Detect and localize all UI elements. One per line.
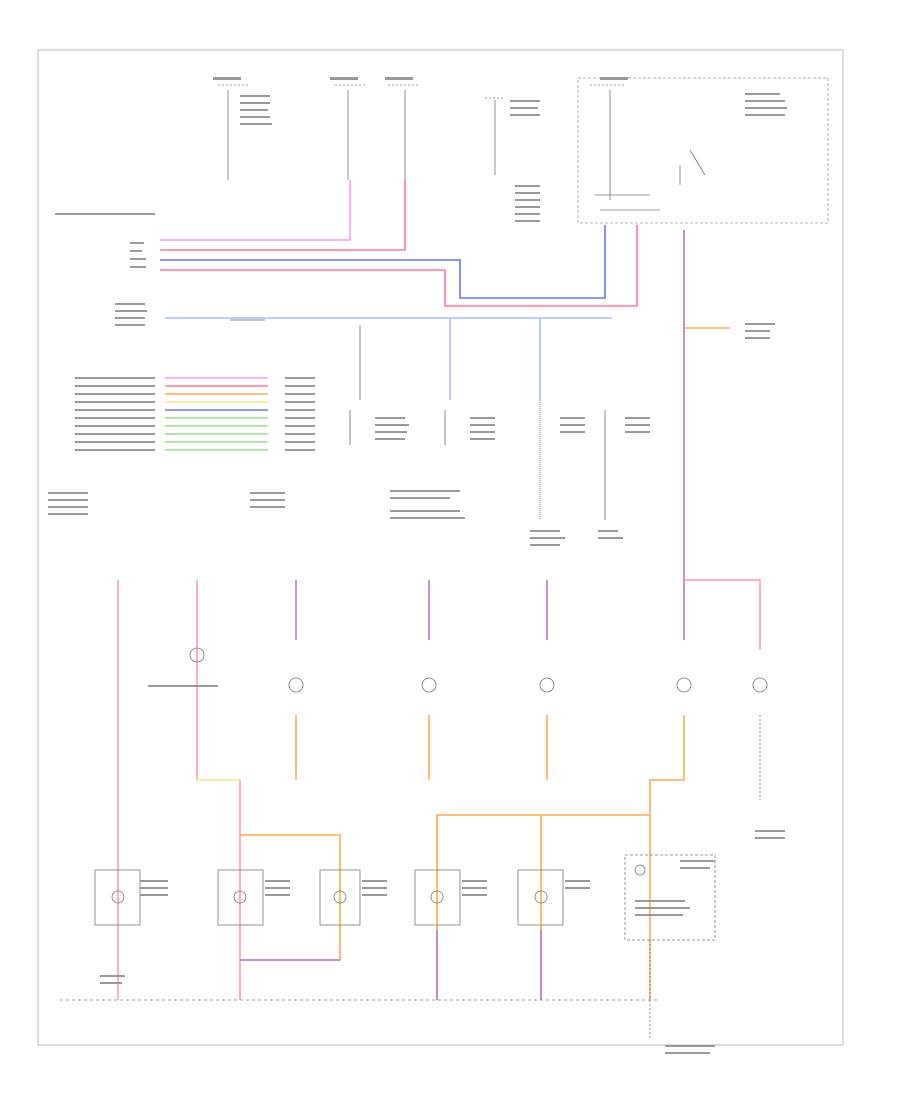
harness-wires: [160, 180, 638, 400]
right-labels: [745, 323, 775, 339]
bulb-row-1: [117, 580, 768, 1000]
right-feed: [683, 230, 761, 650]
module-wires: [165, 377, 268, 451]
fuse-panel-top: [218, 77, 829, 224]
top-labels: [55, 77, 787, 326]
module-labels: [48, 377, 315, 515]
row2-labels: [100, 830, 785, 1054]
bulb-row-2: [60, 814, 716, 1040]
diagram-frame: [37, 49, 844, 1046]
switches: [230, 319, 606, 520]
switch-labels: [375, 417, 650, 546]
